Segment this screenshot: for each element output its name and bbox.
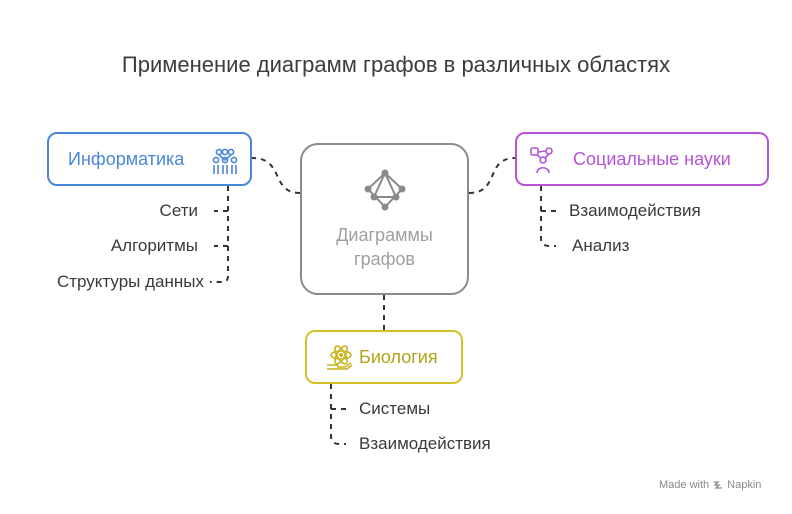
social-sciences-label: Социальные науки xyxy=(573,148,731,169)
napkin-logo-icon xyxy=(713,481,723,489)
person-connections-icon xyxy=(530,147,553,174)
social-sciences-node: Социальные науки xyxy=(515,132,769,186)
people-network-icon xyxy=(212,148,238,174)
connector-bio-leaves xyxy=(330,384,346,445)
biology-node: Биология xyxy=(305,330,463,384)
soc-item-analysis: Анализ xyxy=(572,236,630,255)
cs-item-algorithms: Алгоритмы xyxy=(110,236,198,255)
made-with-text: Made with xyxy=(659,479,710,491)
biology-label: Биология xyxy=(359,346,438,367)
center-node-label: Диаграммы графов xyxy=(302,223,467,271)
center-label-line1: Диаграммы xyxy=(336,225,433,245)
connector-center-to-cs xyxy=(251,157,301,194)
connector-soc-leaves xyxy=(540,186,556,247)
napkin-credit[interactable]: Made with Napkin xyxy=(659,479,761,491)
cs-item-networks: Сети xyxy=(159,201,198,220)
atom-hand-icon xyxy=(327,345,353,370)
connector-center-to-soc xyxy=(468,157,516,194)
soc-item-interactions: Взаимодействия xyxy=(569,201,701,220)
diagram-title: Применение диаграмм графов в различных о… xyxy=(121,52,671,77)
center-label-line2: графов xyxy=(354,249,415,269)
connector-cs-leaves xyxy=(210,186,229,283)
napkin-brand-text: Napkin xyxy=(727,479,762,491)
bio-item-systems: Системы xyxy=(359,399,431,418)
cs-item-data-structures: Структуры данных xyxy=(56,272,204,291)
center-node: Диаграммы графов xyxy=(300,143,469,295)
computer-science-node: Информатика xyxy=(47,132,252,186)
graph-network-icon xyxy=(364,169,406,211)
bio-item-interactions: Взаимодействия xyxy=(359,434,491,453)
computer-science-label: Информатика xyxy=(68,148,185,169)
